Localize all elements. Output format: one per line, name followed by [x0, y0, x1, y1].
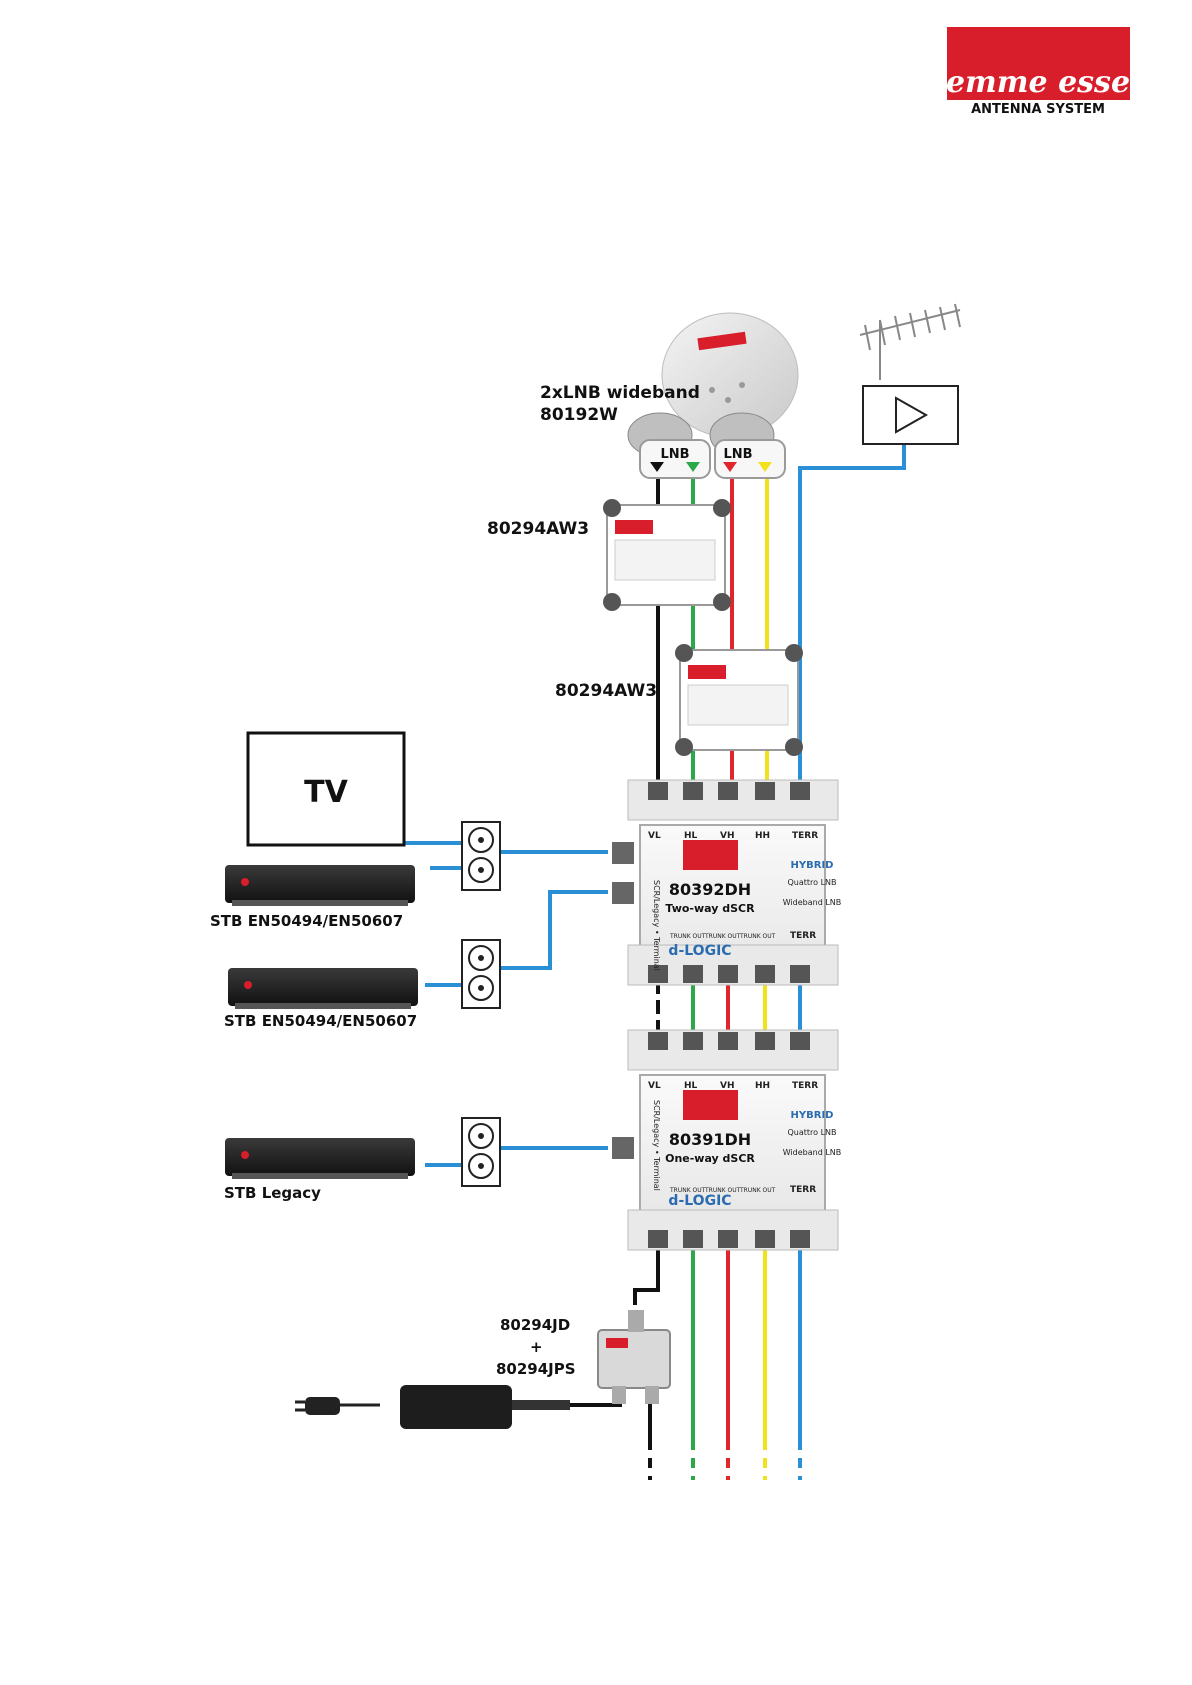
lnb-code: 80192W: [540, 405, 618, 425]
ms2-sub: One-way dSCR: [665, 1152, 755, 1165]
switch2-device: [675, 644, 803, 756]
lnb-right: LNB: [709, 412, 786, 479]
ms2-out-3: TRUNK OUT: [739, 1187, 776, 1194]
brand-logo: emme esse ANTENNA SYSTEM: [946, 27, 1130, 117]
ms1-side-label: SCR/Legacy • Terminal: [652, 880, 661, 971]
lnb-right-label: LNB: [723, 447, 752, 462]
ms2-model: 80391DH: [669, 1130, 751, 1149]
ms1-in-hh: HH: [755, 831, 770, 841]
ms2-in-hh: HH: [755, 1081, 770, 1091]
ms2-mode-b: Wideband LNB: [783, 1148, 842, 1157]
tv-label: TV: [304, 775, 348, 810]
wall-socket-icon: [461, 939, 501, 1009]
ms1-out-2: TRUNK OUT: [704, 933, 741, 940]
psu-label-2: 80294JPS: [496, 1360, 576, 1378]
ms1-in-vh: VH: [720, 831, 735, 841]
cables: [340, 440, 906, 1480]
ms1-out-terr: TERR: [790, 931, 816, 941]
ms2-mode-a: Quattro LNB: [787, 1128, 836, 1137]
ms1-out-1: TRUNK OUT: [669, 933, 706, 940]
multiswitch-80391DH: 80391DH One-way dSCR d-LOGIC HYBRID Quat…: [612, 1029, 842, 1251]
ms2-in-hl: HL: [684, 1081, 698, 1091]
ms1-mode-a: Quattro LNB: [787, 878, 836, 887]
switch2-label: 80294AW3: [555, 681, 657, 701]
ms1-out-3: TRUNK OUT: [739, 933, 776, 940]
stb1-label: STB EN50494/EN50607: [210, 912, 403, 930]
set-top-box-icon: [225, 865, 415, 906]
antenna-icon: [859, 303, 961, 380]
ms2-in-vl: VL: [648, 1081, 661, 1091]
ms1-brand: d-LOGIC: [668, 943, 731, 959]
ms1-in-terr: TERR: [792, 831, 818, 841]
ms1-in-vl: VL: [648, 831, 661, 841]
set-top-box-icon: [225, 1138, 415, 1179]
ms1-in-hl: HL: [684, 831, 698, 841]
ms2-in-vh: VH: [720, 1081, 735, 1091]
ms2-out-1: TRUNK OUT: [669, 1187, 706, 1194]
amplifier-icon: [862, 385, 959, 445]
psu-plus: +: [530, 1338, 543, 1356]
switch1-device: [603, 499, 731, 611]
ms1-model: 80392DH: [669, 880, 751, 899]
psu-label-1: 80294JD: [500, 1316, 570, 1334]
logo-tagline-text: ANTENNA SYSTEM: [971, 102, 1105, 117]
multiswitch-80392DH: 80392DH Two-way dSCR d-LOGIC HYBRID Quat…: [612, 779, 842, 986]
lnb-title: 2xLNB wideband: [540, 383, 700, 403]
stb3-label: STB Legacy: [224, 1184, 321, 1202]
ms2-side-label: SCR/Legacy • Terminal: [652, 1100, 661, 1191]
power-inserter-icon: [597, 1310, 671, 1404]
ms2-out-terr: TERR: [790, 1185, 816, 1195]
ms1-sub: Two-way dSCR: [665, 902, 755, 915]
power-adapter-icon: [295, 1385, 570, 1429]
ms2-in-terr: TERR: [792, 1081, 818, 1091]
ms1-hybrid: HYBRID: [791, 860, 834, 871]
ms2-brand: d-LOGIC: [668, 1193, 731, 1209]
switch1-label: 80294AW3: [487, 519, 589, 539]
stb2-label: STB EN50494/EN50607: [224, 1012, 417, 1030]
ms2-out-2: TRUNK OUT: [704, 1187, 741, 1194]
ms2-hybrid: HYBRID: [791, 1110, 834, 1121]
logo-brand-text: emme esse: [946, 65, 1130, 100]
tv-icon: TV: [246, 731, 406, 847]
wall-socket-icon: [461, 821, 501, 891]
lnb-left-label: LNB: [660, 447, 689, 462]
ms1-mode-b: Wideband LNB: [783, 898, 842, 907]
lnb-left: LNB: [627, 412, 711, 479]
set-top-box-icon: [228, 968, 418, 1009]
wall-socket-icon: [461, 1117, 501, 1187]
